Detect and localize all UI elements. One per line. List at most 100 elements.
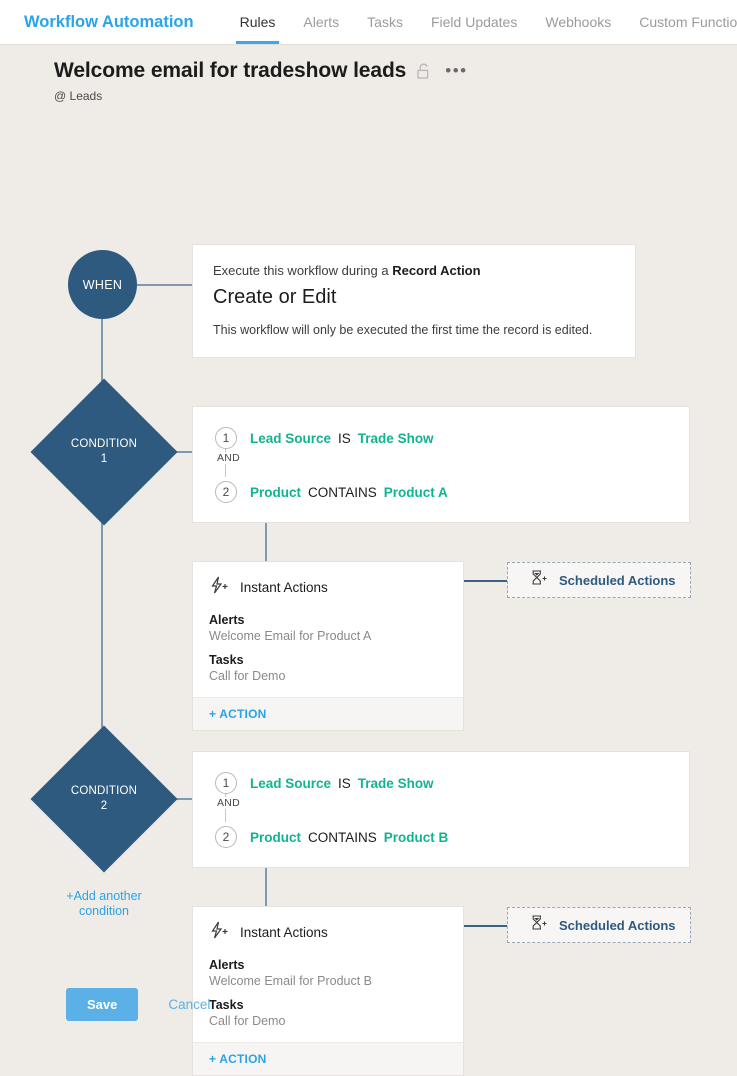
- condition-2-criteria-card[interactable]: 1 Lead Source IS Trade Show AND 2 Produc…: [192, 751, 690, 868]
- tab-tasks[interactable]: Tasks: [353, 0, 417, 44]
- lightning-plus-icon: [209, 576, 229, 599]
- tab-alerts[interactable]: Alerts: [289, 0, 353, 44]
- instant-actions-header: Instant Actions: [193, 562, 463, 609]
- connector-instant1-to-scheduled1: [464, 580, 508, 582]
- criteria-operator: CONTAINS: [308, 829, 377, 845]
- scheduled-actions-title: Scheduled Actions: [559, 917, 676, 933]
- action-group-label: Tasks: [209, 998, 244, 1012]
- instant-actions-title: Instant Actions: [240, 580, 328, 595]
- add-action-button[interactable]: + ACTION: [193, 1042, 463, 1075]
- connector-instant2-to-scheduled2: [464, 925, 508, 927]
- instant-actions-header: Instant Actions: [193, 907, 463, 954]
- instant-actions-card-1[interactable]: Instant Actions Alerts Welcome Email for…: [192, 561, 464, 731]
- action-group-value: Welcome Email for Product A: [209, 629, 372, 643]
- scheduled-actions-box-2[interactable]: Scheduled Actions: [507, 907, 691, 943]
- criteria-row[interactable]: 1 Lead Source IS Trade Show: [193, 424, 689, 452]
- unlock-icon[interactable]: [417, 63, 432, 80]
- condition-1-node-label-line2: 1: [100, 453, 108, 465]
- condition-1-node[interactable]: CONDITION 1: [30, 378, 178, 526]
- criteria-operator: CONTAINS: [308, 484, 377, 500]
- module-label: @ Leads: [54, 89, 103, 103]
- action-group-label: Tasks: [209, 653, 244, 667]
- connector-when-to-condition1: [101, 319, 103, 403]
- when-subtitle: Execute this workflow during a Record Ac…: [213, 263, 615, 278]
- when-subtitle-bold: Record Action: [392, 263, 481, 278]
- criteria-value: Trade Show: [357, 775, 434, 791]
- criteria-join: AND: [193, 794, 689, 823]
- criteria-join: AND: [193, 449, 689, 478]
- criteria-field: Lead Source: [250, 775, 332, 791]
- cancel-button[interactable]: Cancel: [162, 996, 216, 1013]
- hourglass-plus-icon: [530, 569, 547, 591]
- when-subtitle-prefix: Execute this workflow during a: [213, 263, 393, 278]
- condition-1-node-label: CONDITION 1: [52, 400, 156, 504]
- action-group-value: Call for Demo: [209, 669, 286, 683]
- criteria-number-badge: 2: [215, 481, 237, 503]
- add-another-condition-line1: +Add another: [66, 889, 142, 903]
- connector-condition2-card-to-instant: [265, 858, 267, 906]
- criteria-field: Lead Source: [250, 430, 332, 446]
- condition-2-node[interactable]: CONDITION 2: [30, 725, 178, 873]
- instant-actions-body: Alerts Welcome Email for Product B Tasks…: [193, 958, 463, 1042]
- top-navigation-bar: Workflow Automation Rules Alerts Tasks F…: [0, 0, 737, 45]
- condition-2-node-label-line2: 2: [100, 800, 108, 812]
- tab-custom-functions-label: Custom Functions: [639, 14, 737, 30]
- criteria-number-badge: 1: [215, 427, 237, 449]
- hourglass-plus-icon: [530, 914, 547, 936]
- workflow-canvas: WHEN Execute this workflow during a Reco…: [0, 103, 737, 1076]
- nav-tabs: Rules Alerts Tasks Field Updates Webhook…: [226, 0, 737, 44]
- page-title: Welcome email for tradeshow leads: [54, 59, 407, 82]
- condition-1-node-label-line1: CONDITION: [70, 438, 138, 450]
- tab-rules-label: Rules: [239, 14, 276, 30]
- tab-tasks-label: Tasks: [367, 14, 403, 30]
- tab-custom-functions[interactable]: Custom Functions: [625, 0, 737, 44]
- condition-2-node-label: CONDITION 2: [52, 747, 156, 851]
- instant-actions-title: Instant Actions: [240, 925, 328, 940]
- criteria-join-label: AND: [215, 797, 243, 809]
- action-group-value: Welcome Email for Product B: [209, 974, 373, 988]
- action-group-label: Alerts: [209, 958, 245, 972]
- instant-actions-card-2[interactable]: Instant Actions Alerts Welcome Email for…: [192, 906, 464, 1076]
- criteria-row[interactable]: 2 Product CONTAINS Product B: [193, 823, 689, 851]
- add-action-button[interactable]: + ACTION: [193, 697, 463, 730]
- criteria-field: Product: [250, 484, 302, 500]
- tab-alerts-label: Alerts: [303, 14, 340, 30]
- add-another-condition-line2: condition: [78, 904, 130, 918]
- connector-condition1-card-to-instant: [265, 513, 267, 561]
- tab-field-updates-label: Field Updates: [430, 14, 518, 30]
- when-action-value: Create or Edit: [213, 286, 337, 308]
- criteria-join-label: AND: [215, 452, 243, 464]
- add-another-condition-link[interactable]: +Add another condition: [56, 889, 152, 919]
- condition-1-criteria-card[interactable]: 1 Lead Source IS Trade Show AND 2 Produc…: [192, 406, 690, 523]
- when-node[interactable]: WHEN: [68, 250, 137, 319]
- connector-condition1-to-condition2: [101, 503, 103, 747]
- criteria-row[interactable]: 2 Product CONTAINS Product A: [193, 478, 689, 506]
- title-row: Welcome email for tradeshow leads •••: [54, 59, 737, 83]
- scheduled-actions-title: Scheduled Actions: [559, 572, 676, 588]
- when-card[interactable]: Execute this workflow during a Record Ac…: [192, 244, 636, 358]
- scheduled-actions-box-1[interactable]: Scheduled Actions: [507, 562, 691, 598]
- criteria-row[interactable]: 1 Lead Source IS Trade Show: [193, 769, 689, 797]
- criteria-number-badge: 1: [215, 772, 237, 794]
- lightning-plus-icon: [209, 921, 229, 944]
- more-options-icon[interactable]: •••: [445, 61, 468, 80]
- when-note: This workflow will only be executed the …: [213, 323, 593, 337]
- action-group-label: Alerts: [209, 613, 245, 627]
- tab-field-updates[interactable]: Field Updates: [417, 0, 531, 44]
- when-node-label: WHEN: [82, 277, 123, 292]
- criteria-value: Product B: [383, 829, 449, 845]
- connector-when-to-card: [137, 284, 193, 286]
- criteria-number-badge: 2: [215, 826, 237, 848]
- tab-webhooks[interactable]: Webhooks: [531, 0, 625, 44]
- page-header: Welcome email for tradeshow leads ••• @ …: [0, 45, 737, 103]
- criteria-operator: IS: [338, 775, 351, 791]
- tab-rules[interactable]: Rules: [226, 0, 290, 44]
- tab-webhooks-label: Webhooks: [545, 14, 612, 30]
- criteria-field: Product: [250, 829, 302, 845]
- criteria-value: Trade Show: [357, 430, 434, 446]
- condition-2-node-label-line1: CONDITION: [70, 785, 138, 797]
- save-button[interactable]: Save: [66, 988, 139, 1021]
- criteria-value: Product A: [383, 484, 448, 500]
- instant-actions-body: Alerts Welcome Email for Product A Tasks…: [193, 613, 463, 697]
- action-group-value: Call for Demo: [209, 1014, 286, 1028]
